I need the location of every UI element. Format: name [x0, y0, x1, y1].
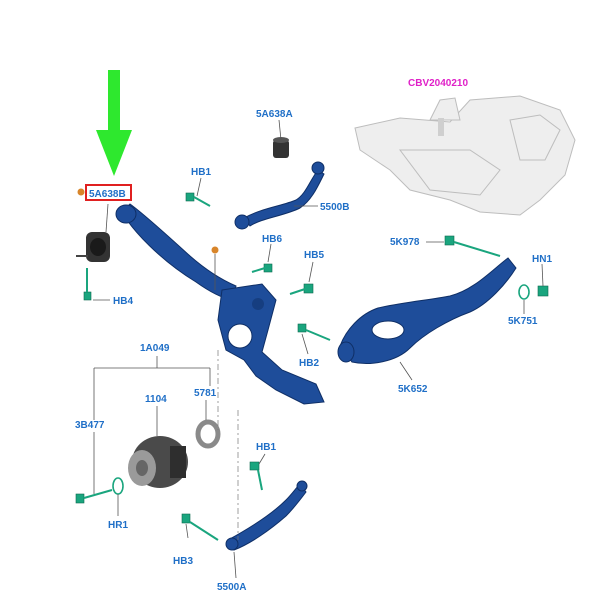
label-1104: 1104 [145, 394, 167, 405]
label-3b477: 3B477 [75, 420, 105, 431]
bushing-5a638a [273, 137, 289, 158]
label-hb3: HB3 [173, 556, 193, 567]
bolt-hb6 [251, 263, 273, 273]
hub-1104 [128, 436, 188, 488]
reference-dot [77, 188, 85, 196]
trailing-arm-5a638b [115, 203, 237, 301]
bolt-hb1-top [185, 192, 211, 207]
nut-hn1 [537, 285, 549, 297]
lower-arm-5k652 [337, 257, 517, 364]
washer-5k751 [518, 284, 530, 300]
bolt-hb4 [83, 268, 92, 301]
label-hb2: HB2 [299, 358, 319, 369]
bolt-3b477 [75, 489, 113, 504]
bushing-left [76, 232, 110, 262]
label-hb4: HB4 [113, 296, 133, 307]
bolt-hb5 [289, 283, 314, 295]
label-hb6: HB6 [262, 234, 282, 245]
label-1a049: 1A049 [140, 343, 170, 354]
label-5500b: 5500B [320, 202, 349, 213]
bolt-hb2 [297, 323, 331, 341]
bolts [75, 192, 549, 541]
bolt-hb1-bottom [249, 461, 263, 491]
upper-arm-5500b [234, 161, 325, 230]
reference-dot [211, 246, 219, 254]
lower-arm-5500a [225, 480, 308, 551]
label-5500a: 5500A [217, 582, 246, 593]
label-hb5: HB5 [304, 250, 324, 261]
subframe-ghost [354, 95, 576, 216]
label-hn1: HN1 [532, 254, 552, 265]
bolt-5k978 [444, 235, 501, 257]
label-5k652: 5K652 [398, 384, 428, 395]
label-5k978: 5K978 [390, 237, 420, 248]
down-arrow-icon [96, 70, 132, 176]
label-cbv2040210: CBV2040210 [408, 78, 468, 89]
knuckle [217, 283, 325, 405]
highlight-box [85, 184, 132, 201]
labels: CBV2040210 5A638A 5A638B HB1 5500B HB6 H… [75, 78, 552, 593]
bearing-5781 [195, 419, 221, 449]
bolt-hb3 [181, 513, 219, 541]
label-5a638a: 5A638A [256, 109, 293, 120]
label-hr1: HR1 [108, 520, 128, 531]
label-5781: 5781 [194, 388, 217, 399]
label-hb1-top: HB1 [191, 167, 211, 178]
ring-hr1 [112, 477, 124, 495]
label-hb1-bottom: HB1 [256, 442, 276, 453]
label-5k751: 5K751 [508, 316, 538, 327]
leader-lines [93, 119, 544, 579]
label-5a638b: 5A638B [89, 189, 126, 200]
